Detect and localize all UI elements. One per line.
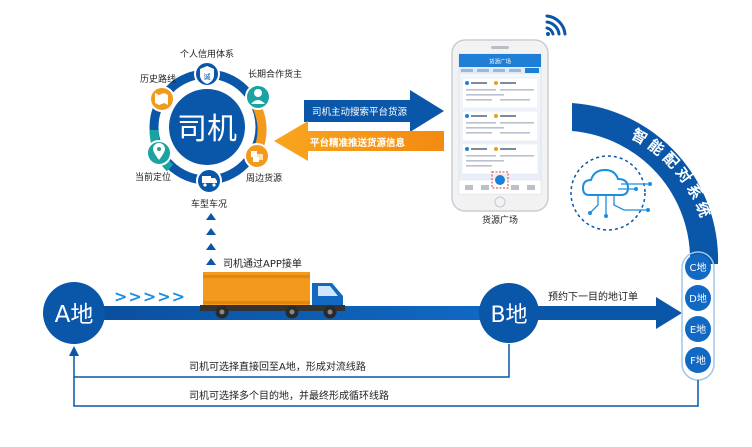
cloud-icon — [581, 168, 630, 196]
matching-band — [572, 103, 719, 264]
map-icon — [155, 93, 168, 105]
truck — [200, 272, 345, 319]
location-node: 当前定位 — [135, 140, 172, 183]
push-arrow-label: 平台精准推送货源信息 — [310, 137, 406, 149]
node-label-vehicle: 车型车况 — [191, 198, 227, 210]
shipper-node: 长期合作货主 — [245, 68, 302, 110]
loop-route-line — [73, 377, 699, 407]
svg-text:F地: F地 — [690, 354, 706, 367]
map-pin-icon — [153, 143, 165, 160]
node-label-cargo: 周边货源 — [246, 172, 282, 184]
hub-center-label: 司机 — [177, 112, 237, 147]
cargo-node: 周边货源 — [244, 143, 282, 184]
node-label-location: 当前定位 — [135, 171, 171, 183]
point-a: A地 — [43, 282, 105, 344]
svg-text:D地: D地 — [689, 292, 707, 305]
search-arrow-label: 司机主动搜索平台货源 — [312, 106, 408, 118]
return-route-line — [73, 344, 510, 378]
destinations: C地 D地 E地 F地 — [681, 251, 715, 381]
phone-center-button — [495, 175, 505, 185]
boxes-icon — [251, 151, 257, 157]
point-b: B地 — [479, 283, 539, 343]
driver-hub: 司机 诚 个人信用体系 长期合作货主 周边货源 — [135, 48, 302, 210]
app-order-label: 司机通过APP接单 — [223, 257, 302, 270]
svg-text:E地: E地 — [690, 323, 706, 336]
matching-label: 智能配对系统 — [628, 125, 715, 223]
point-a-label: A地 — [55, 302, 94, 328]
destination-e: E地 — [685, 316, 711, 342]
book-next-label: 预约下一目的地订单 — [548, 290, 638, 303]
phone-home-button — [494, 196, 506, 208]
node-label-shipper: 长期合作货主 — [248, 68, 302, 80]
loop-route-label: 司机可选择多个目的地，并最终形成循环线路 — [189, 389, 389, 402]
phone-speaker — [491, 46, 509, 49]
history-node: 历史路线 — [140, 73, 176, 112]
app-title: 货源广场 — [489, 58, 512, 66]
matching-system: 智能配对系统 — [570, 103, 719, 264]
circuit-icon — [589, 183, 650, 216]
destination-f: F地 — [685, 347, 711, 373]
node-label-credit: 个人信用体系 — [180, 48, 234, 60]
cargo-list — [461, 77, 539, 175]
chevrons: >>>>> — [114, 287, 186, 306]
wifi-icon — [545, 14, 567, 36]
return-route-label: 司机可选择直接回至A地，形成对流线路 — [189, 360, 366, 373]
vehicle-node: 车型车况 — [191, 168, 227, 210]
hub-center — [169, 89, 245, 165]
matching-orbit — [570, 155, 646, 231]
highlight-box — [491, 171, 509, 189]
svg-text:C地: C地 — [690, 261, 707, 274]
node-label-history: 历史路线 — [140, 73, 176, 85]
truck-icon — [202, 176, 211, 183]
user-icon — [254, 89, 262, 97]
next-route — [530, 297, 682, 329]
return-lines — [73, 344, 699, 407]
credit-node: 诚 个人信用体系 — [180, 48, 234, 87]
destination-d: D地 — [685, 285, 711, 311]
phone-mockup: 货源广场 — [451, 39, 549, 212]
credit-badge: 诚 — [204, 72, 211, 81]
point-b-label: B地 — [490, 303, 527, 328]
search-arrow: 司机主动搜索平台货源 — [304, 90, 444, 132]
shield-icon — [200, 66, 214, 84]
phone-caption: 货源广场 — [482, 214, 518, 226]
destination-c: C地 — [685, 254, 711, 280]
app-order-arrows — [206, 213, 216, 265]
push-arrow: 平台精准推送货源信息 — [274, 121, 444, 161]
return-arrowhead — [69, 346, 79, 356]
